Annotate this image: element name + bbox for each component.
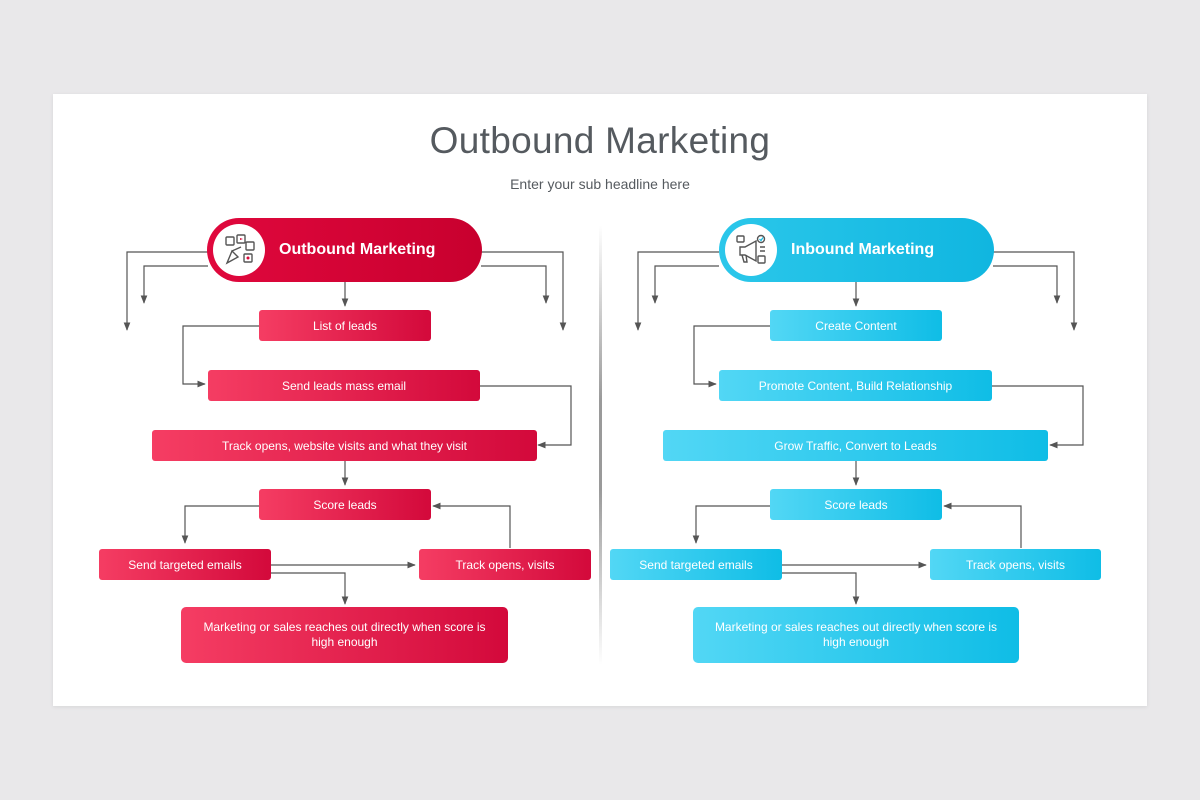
inbound-step-send-targeted: Send targeted emails [610, 549, 782, 580]
outbound-arrow-send-to-reach [270, 572, 349, 605]
outbound-step-send-targeted: Send targeted emails [99, 549, 271, 580]
inbound-arrow-inner-right [993, 265, 1061, 304]
inbound-step-create-content: Create Content [770, 310, 942, 341]
inbound-header-label: Inbound Marketing [791, 241, 935, 258]
inbound-step-score-leads: Score leads [770, 489, 942, 520]
inbound-arrow-create-to-promote [693, 325, 770, 388]
inbound-step-reach-out: Marketing or sales reaches out directly … [693, 607, 1019, 663]
outbound-badge [213, 224, 265, 276]
inbound-step-grow-traffic: Grow Traffic, Convert to Leads [663, 430, 1048, 461]
page-title: Outbound Marketing [429, 120, 771, 161]
inbound-step-track-opens: Track opens, visits [930, 549, 1101, 580]
inbound-arrow-promote-to-grow [992, 385, 1084, 449]
outbound-arrow-score-to-send [181, 505, 259, 544]
outbound-arrow-outer-left [123, 251, 208, 331]
outbound-arrow-inner-left [140, 265, 208, 304]
page-subtitle: Enter your sub headline here [510, 176, 690, 192]
marketing-channels-icon [225, 234, 255, 265]
outbound-step-track-opens: Track opens, visits [419, 549, 591, 580]
outbound-arrow-list-to-email [182, 325, 259, 388]
outbound-step-list-leads: List of leads [259, 310, 431, 341]
outbound-step-score-leads: Score leads [259, 489, 431, 520]
inbound-arrow-outer-left [634, 251, 719, 331]
inbound-arrow-score-to-send [692, 505, 770, 544]
outbound-header: Outbound Marketing [207, 218, 482, 282]
inbound-badge [725, 224, 777, 276]
inbound-header: Inbound Marketing [719, 218, 994, 282]
inbound-arrow-trackopens-to-score [943, 502, 1022, 548]
inbound-arrow-outer-right [993, 251, 1078, 331]
outbound-arrow-outer-right [481, 251, 567, 331]
inbound-step-promote-content: Promote Content, Build Relationship [719, 370, 992, 401]
outbound-step-reach-out: Marketing or sales reaches out directly … [181, 607, 508, 663]
column-divider [599, 225, 602, 665]
outbound-arrow-email-to-track [480, 385, 572, 449]
outbound-arrow-trackopens-to-score [432, 502, 511, 548]
outbound-arrow-inner-right [481, 265, 550, 304]
outbound-step-track-visits: Track opens, website visits and what the… [152, 430, 537, 461]
megaphone-icon [736, 234, 766, 264]
inbound-arrow-inner-left [651, 265, 719, 304]
inbound-arrow-send-to-reach [781, 572, 860, 605]
outbound-step-send-mass-email: Send leads mass email [208, 370, 480, 401]
outbound-header-label: Outbound Marketing [279, 241, 436, 258]
